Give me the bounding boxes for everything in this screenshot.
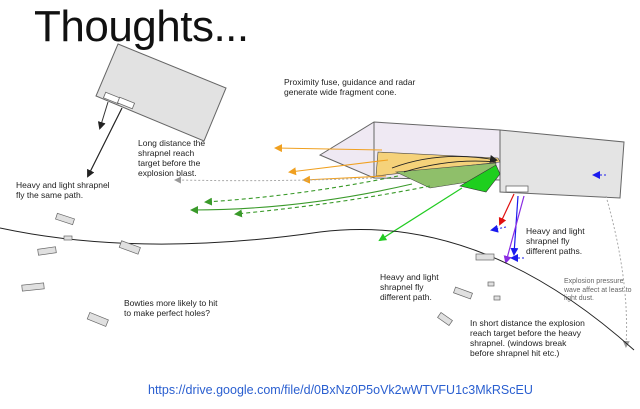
note-heavy-light-same: Heavy and light shrapnel fly the same pa… — [16, 180, 110, 200]
shrapnel-paths-right — [490, 171, 606, 264]
target-body — [87, 43, 227, 178]
pressure-wave-arrow — [605, 195, 630, 348]
page-title: Thoughts... — [34, 2, 249, 51]
note-pressure-wave: Explosion pressure wave affect at least … — [564, 278, 632, 302]
note-short-distance: In short distance the explosion reach ta… — [470, 318, 585, 358]
bowtie-fragments — [21, 212, 501, 327]
drive-link[interactable]: https://drive.google.com/file/d/0BxNz0P5… — [148, 383, 533, 397]
orange-arrows — [274, 144, 389, 184]
note-proximity: Proximity fuse, guidance and radar gener… — [284, 77, 416, 97]
note-heavy-light-different-right: Heavy and light shrapnel fly different p… — [526, 226, 585, 256]
wing-surface — [0, 227, 635, 351]
note-long-distance: Long distance the shrapnel reach target … — [138, 138, 206, 178]
note-bowties: Bowties more likely to hit to make perfe… — [124, 298, 218, 318]
note-heavy-light-different-center: Heavy and light shrapnel fly different p… — [380, 272, 439, 302]
green-arrows — [190, 175, 463, 242]
fragment-cone — [375, 151, 501, 193]
